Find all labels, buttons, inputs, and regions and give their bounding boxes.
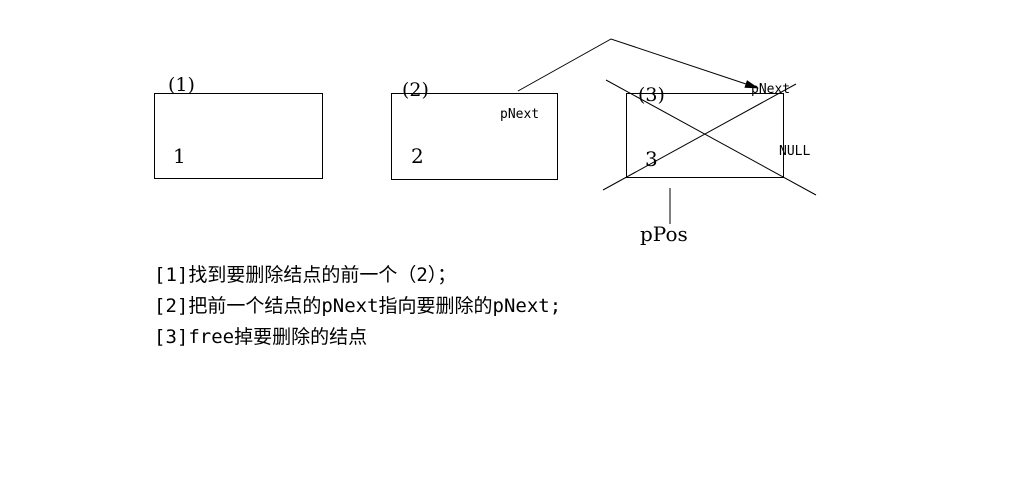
node-3-pnext-label: pNext <box>751 82 790 97</box>
node-3-box <box>626 93 784 178</box>
node-3-tag: (3) <box>638 84 665 106</box>
node-2-box <box>391 93 558 180</box>
ppos-label: pPos <box>640 222 688 246</box>
node-2-value: 2 <box>411 144 424 168</box>
node-1-tag: (1) <box>168 74 195 96</box>
steps-list: [1]找到要删除结点的前一个（2）； [2]把前一个结点的pNext指向要删除的… <box>154 260 561 353</box>
step-3: [3]free掉要删除的结点 <box>154 326 368 348</box>
node-1-box <box>154 93 323 179</box>
node-2-tag: (2) <box>402 79 429 101</box>
delete-cross-line-1 <box>602 83 797 191</box>
node-3: (3) pNext NULL 3 <box>602 79 817 196</box>
relink-arrow <box>517 38 759 92</box>
node-3-value: 3 <box>645 147 658 171</box>
node-2-pnext-label: pNext <box>500 107 539 122</box>
step-2: [2]把前一个结点的pNext指向要删除的pNext; <box>154 295 562 317</box>
step-1: [1]找到要删除结点的前一个（2）； <box>154 264 457 286</box>
delete-cross-line-2 <box>605 79 817 196</box>
node-3-null-label: NULL <box>779 144 810 159</box>
node-1-value: 1 <box>173 144 186 168</box>
node-1: (1) 1 <box>154 74 323 179</box>
node-2: (2) pNext 2 <box>391 79 558 180</box>
